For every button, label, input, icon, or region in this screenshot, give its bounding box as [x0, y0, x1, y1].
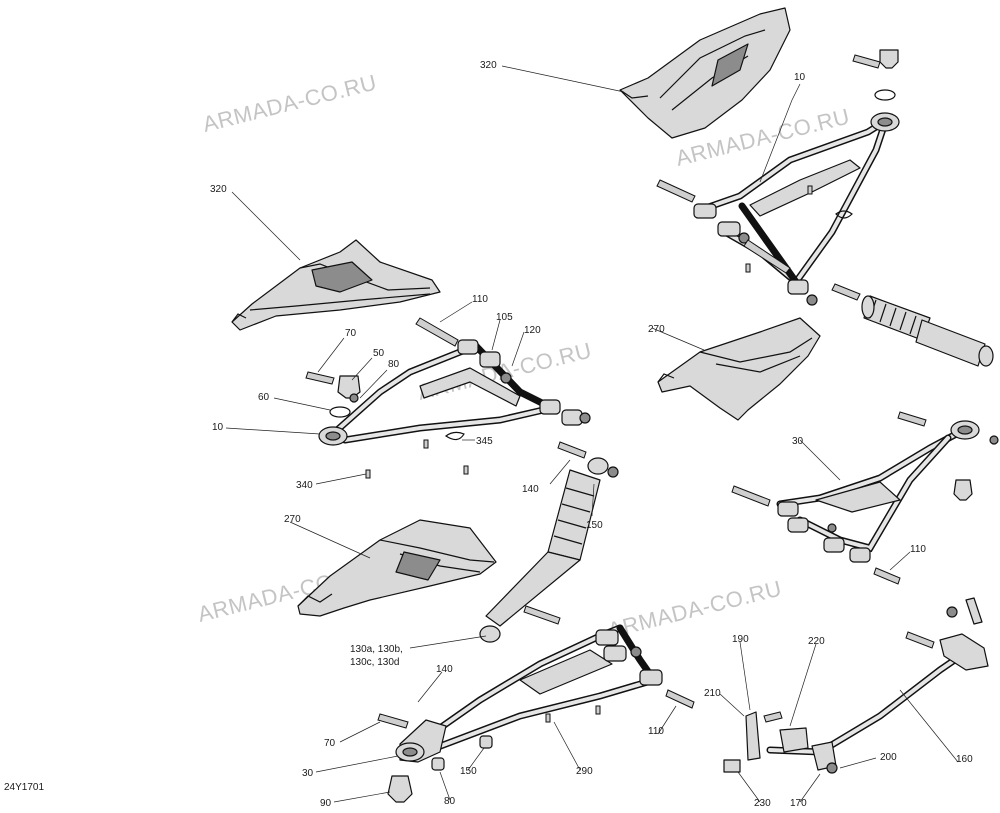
- a-arm-upper-left: [305, 317, 591, 479]
- callout-340: 340: [296, 480, 313, 491]
- skid-guard-upper-right: [619, 7, 791, 139]
- callout-30: 30: [302, 768, 314, 779]
- leader-lines: [225, 65, 959, 803]
- callout-110: 110: [910, 544, 926, 555]
- callout-140: 140: [436, 664, 453, 675]
- callout-labels: 320 10 320 110 105 120 70 50 80 60 10 34…: [4, 60, 973, 809]
- callout-230: 230: [754, 798, 771, 809]
- shock-absorber-center: [479, 441, 619, 643]
- callout-50: 50: [373, 348, 385, 359]
- callout-220: 220: [808, 636, 825, 647]
- callout-130-line2: 130c, 130d: [350, 657, 400, 668]
- callout-10: 10: [794, 72, 806, 83]
- skid-guard-lower-left: [297, 519, 497, 617]
- watermark-text: ARMADA-CO.RU: [605, 575, 784, 642]
- callout-70: 70: [345, 328, 357, 339]
- callout-160: 160: [956, 754, 973, 765]
- callout-90: 90: [320, 798, 332, 809]
- callout-110: 110: [648, 726, 664, 737]
- figure-code: 24Y1701: [4, 782, 44, 793]
- callout-130-line1: 130a, 130b,: [350, 644, 403, 655]
- a-arm-upper-right: [656, 49, 900, 306]
- callout-80: 80: [388, 359, 400, 370]
- callout-150: 150: [586, 520, 603, 531]
- callout-170: 170: [790, 798, 807, 809]
- skid-guard-lower-right: [657, 317, 821, 421]
- callout-345: 345: [476, 436, 493, 447]
- shock-absorber-right: [831, 283, 994, 367]
- sway-bar: [723, 597, 989, 774]
- callout-190: 190: [732, 634, 749, 645]
- callout-270: 270: [648, 324, 665, 335]
- watermark-text: ARMADA-CO.RU: [200, 69, 379, 136]
- callout-70: 70: [324, 738, 336, 749]
- callout-80: 80: [444, 796, 456, 807]
- callout-270: 270: [284, 514, 301, 525]
- skid-guard-upper-left: [231, 239, 441, 331]
- callout-140: 140: [522, 484, 539, 495]
- callout-10: 10: [212, 422, 224, 433]
- callout-150: 150: [460, 766, 477, 777]
- a-arm-lower-right: [731, 411, 999, 585]
- callout-110: 110: [472, 294, 488, 305]
- callout-290: 290: [576, 766, 593, 777]
- a-arm-lower-left: [377, 605, 695, 803]
- callout-200: 200: [880, 752, 897, 763]
- callout-105: 105: [496, 312, 513, 323]
- callout-320: 320: [480, 60, 497, 71]
- callout-320: 320: [210, 184, 227, 195]
- callout-60: 60: [258, 392, 270, 403]
- callout-210: 210: [704, 688, 721, 699]
- callout-30: 30: [792, 436, 804, 447]
- callout-120: 120: [524, 325, 541, 336]
